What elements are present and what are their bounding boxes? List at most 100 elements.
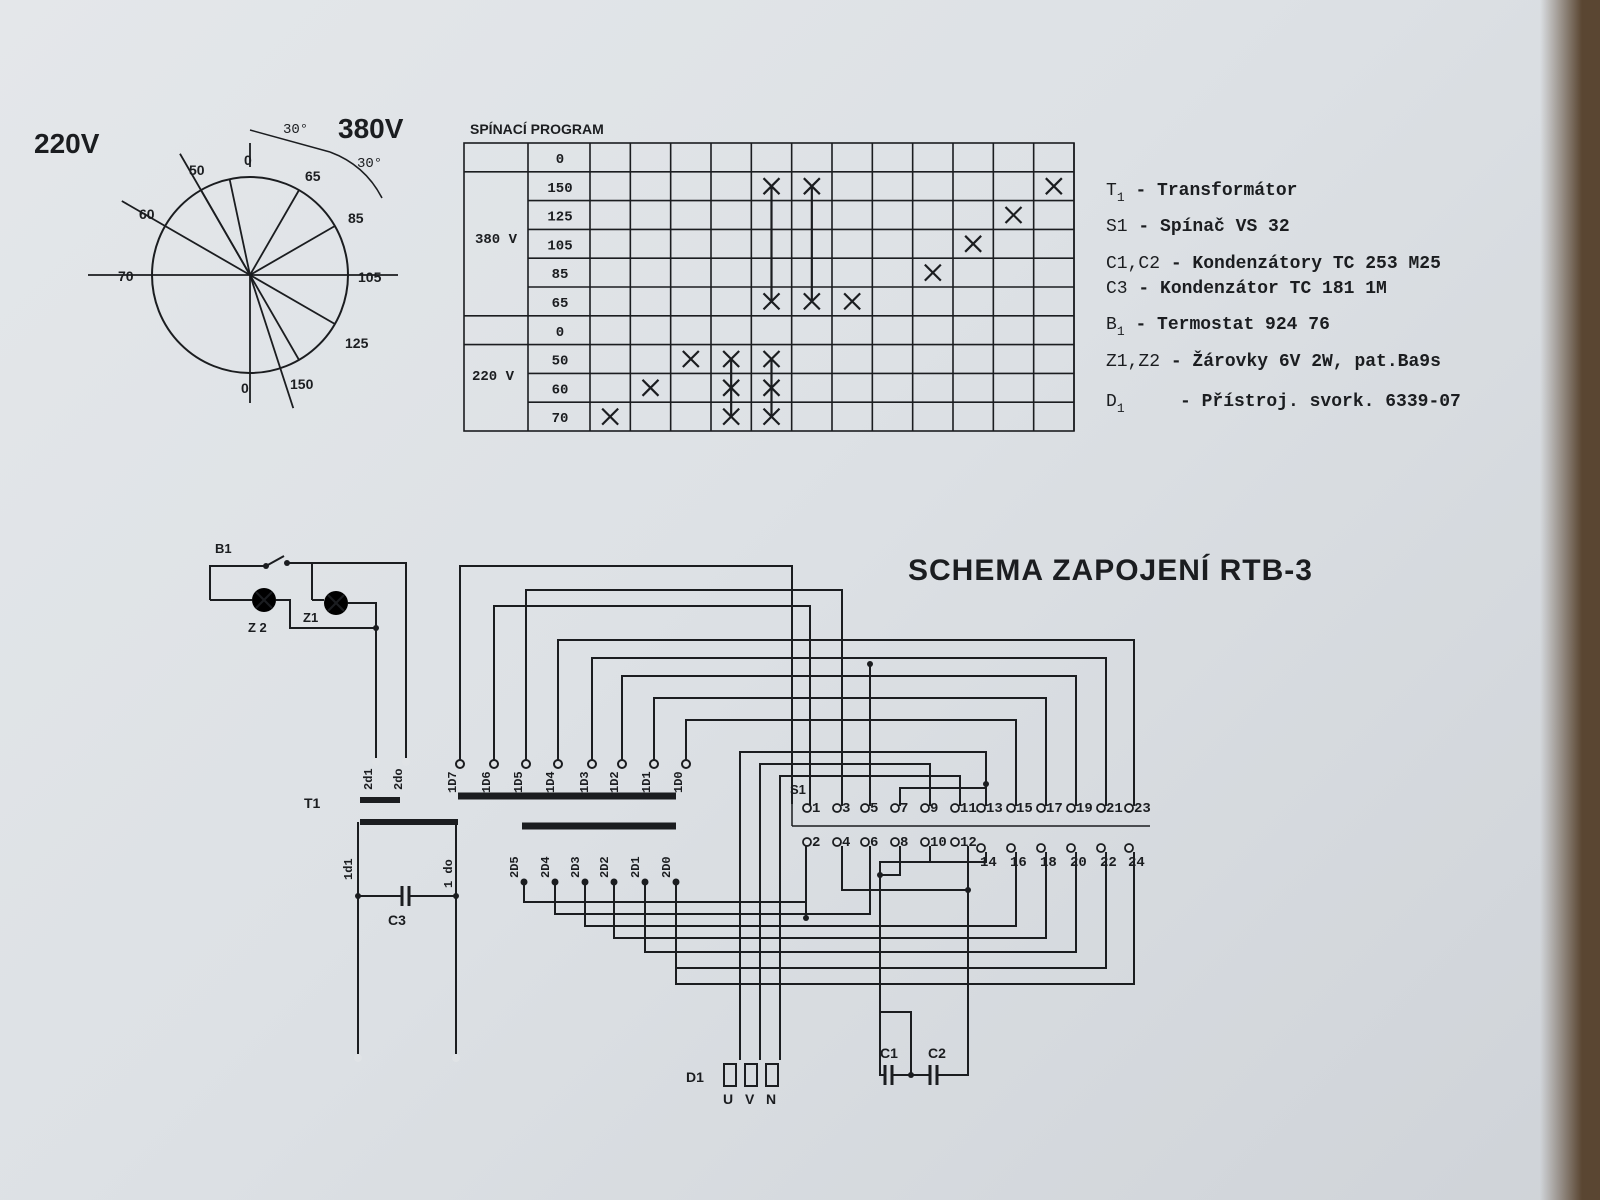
terminal-2d0 — [402, 758, 410, 766]
legend-entry: D1 - Přístroj. svork. 6339-07 — [1106, 392, 1461, 416]
terminal-1d0 — [681, 759, 691, 769]
switch-terminal-top — [1096, 803, 1106, 813]
legend-subscript: 1 — [1117, 401, 1125, 416]
switch-terminal-top — [920, 803, 930, 813]
switch-terminal-label: 22 — [1100, 855, 1117, 871]
dial-ray — [249, 274, 295, 409]
switch-terminal-label: 5 — [870, 801, 878, 817]
wire-2d3 — [584, 852, 1017, 927]
switch-terminal-top — [1066, 803, 1076, 813]
terminal-label: 2D2 — [598, 856, 612, 878]
switch-terminal-label: 24 — [1128, 855, 1145, 871]
terminal-mains-1 — [354, 1054, 362, 1062]
switch-terminal-label: 23 — [1134, 801, 1151, 817]
switch-terminal-label: 10 — [930, 835, 947, 851]
switch-terminal-bottom — [802, 837, 812, 847]
legend-description: - Spínač VS 32 — [1138, 217, 1289, 237]
row-label: 85 — [552, 267, 569, 283]
legend-symbol: Z1,Z2 — [1106, 352, 1160, 372]
terminal-label: 1D5 — [512, 771, 526, 793]
voltage-dial: 220V 380V 30° 30° 0 65 85 105 125 150 0 … — [34, 113, 404, 409]
switch-terminal-top — [860, 803, 870, 813]
wire-to-2d0 — [312, 562, 407, 758]
legend-symbol: T — [1106, 181, 1117, 201]
wire-1d6 — [493, 605, 811, 806]
dial-label-220v: 220V — [34, 128, 100, 159]
switch-terminal-top — [1006, 803, 1016, 813]
dial-angle-2: 30° — [357, 156, 382, 172]
row-label: 50 — [552, 354, 569, 370]
row-label: 65 — [552, 296, 569, 312]
switch-terminal-label: 19 — [1076, 801, 1093, 817]
switch-terminal-label: 9 — [930, 801, 938, 817]
terminal-label: 1D6 — [480, 771, 494, 793]
switch-terminal-label: 6 — [870, 835, 878, 851]
terminal-1d7 — [455, 759, 465, 769]
wire-6-14 — [879, 852, 987, 875]
schema-title: SCHEMA ZAPOJENÍ RTB-3 — [908, 553, 1313, 587]
dial-ray — [249, 225, 336, 276]
dial-rays — [88, 143, 398, 409]
legend-entry: T1 - Transformátor — [1106, 181, 1297, 205]
switch-terminal-top — [976, 803, 986, 813]
switch-terminal-label: 13 — [986, 801, 1003, 817]
dial-angle-arc-1 — [249, 129, 331, 153]
switch-terminal-label: 18 — [1040, 855, 1057, 871]
program-mark — [843, 292, 861, 311]
wire-node — [983, 781, 989, 787]
dial-ray — [200, 189, 251, 276]
switch-terminal-bottom — [920, 837, 930, 847]
wire-bundle — [459, 565, 1135, 1060]
legend-description: - Kondenzátor TC 181 1M — [1138, 279, 1386, 299]
terminal-label: 1D3 — [578, 771, 592, 793]
switch-terminal-bottom — [860, 837, 870, 847]
label-z1: Z1 — [303, 610, 318, 625]
d1-terminal-n — [765, 1063, 779, 1087]
node-b1-a — [263, 563, 269, 569]
switch-b1-contact — [265, 555, 285, 567]
switch-terminal-label: 7 — [900, 801, 908, 817]
table-marks — [601, 177, 1063, 426]
switch-terminal-label: 21 — [1106, 801, 1123, 817]
legend-description: - Přístroj. svork. 6339-07 — [1180, 392, 1461, 412]
label-d1: D1 — [686, 1069, 704, 1085]
legend-description: - Transformátor — [1135, 181, 1297, 201]
terminal-label: 2D1 — [629, 856, 643, 878]
switch-terminal-label: 11 — [960, 801, 977, 817]
label-2d1: 2d1 — [362, 768, 376, 790]
dial-ray — [249, 274, 300, 361]
terminal-1d6 — [489, 759, 499, 769]
dial-pos-125: 125 — [345, 335, 369, 351]
terminal-1d1 — [649, 759, 659, 769]
row-label: 0 — [556, 325, 564, 341]
wire-c1-left — [879, 875, 885, 1076]
wire-2d1 — [644, 852, 1077, 953]
legend-entry: C3 - Kondenzátor TC 181 1M — [1106, 279, 1387, 299]
terminal-label: 1D7 — [446, 771, 460, 793]
wire-2d4 — [554, 846, 871, 915]
terminal-1d3 — [587, 759, 597, 769]
wire-z2-right — [276, 599, 376, 629]
switch-terminal-label: 16 — [1010, 855, 1027, 871]
program-mark — [601, 407, 619, 426]
switch-terminal-label: 8 — [900, 835, 908, 851]
wire-z1-right — [348, 602, 377, 758]
program-mark — [682, 350, 700, 368]
label-s1: S1 — [790, 782, 806, 797]
legend-symbol: B — [1106, 315, 1117, 335]
row-label: 150 — [547, 181, 572, 197]
group-label-380v: 380 V — [475, 232, 518, 248]
terminal-label: 1D0 — [672, 771, 686, 793]
wire-1d4 — [557, 639, 1135, 806]
label-c2: C2 — [928, 1045, 946, 1061]
legend-entry: C1,C2 - Kondenzátory TC 253 M25 — [1106, 254, 1441, 274]
wire-u — [739, 751, 987, 1060]
switch-terminal-top — [802, 803, 812, 813]
d1-terminal-v — [744, 1063, 758, 1087]
switch-terminal-bottom — [1124, 843, 1134, 853]
wire-n — [779, 775, 961, 1060]
wire-2d2 — [613, 852, 1047, 939]
terminal-label: 2D3 — [569, 856, 583, 878]
